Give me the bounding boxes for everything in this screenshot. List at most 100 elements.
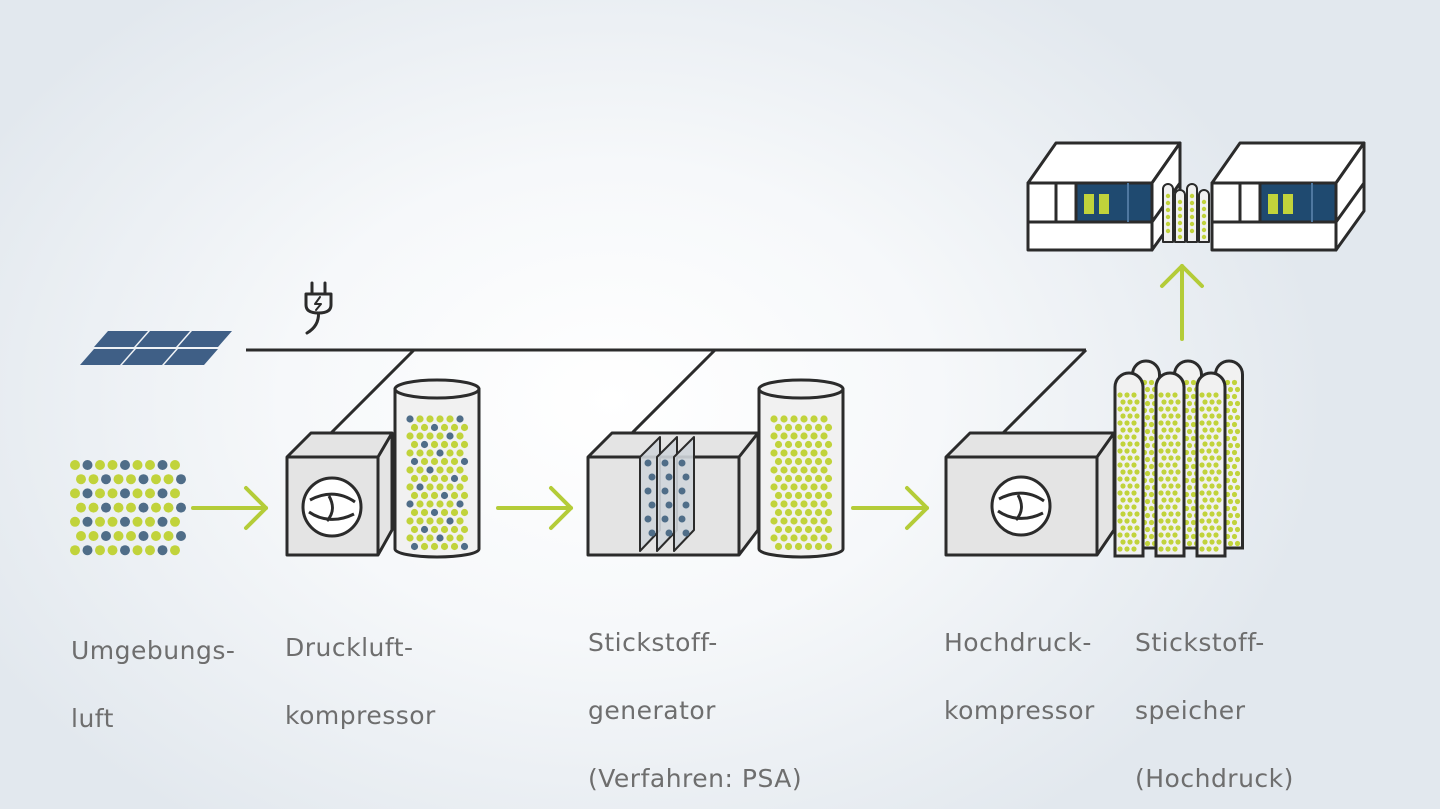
nitrogen-molecule bbox=[784, 457, 793, 466]
nitrogen-molecule bbox=[1202, 399, 1208, 405]
nitrogen-molecule bbox=[1213, 392, 1219, 398]
nitrogen-molecule bbox=[1189, 193, 1195, 199]
nitrogen-molecule bbox=[1206, 462, 1212, 468]
nitrogen-molecule bbox=[1127, 511, 1133, 517]
nitrogen-molecule bbox=[1117, 392, 1123, 398]
nitrogen-molecule bbox=[1148, 379, 1155, 386]
nitrogen-molecule bbox=[1190, 491, 1197, 498]
nitrogen-molecule bbox=[1168, 469, 1174, 475]
oxygen-molecule bbox=[430, 423, 439, 432]
oxygen-molecule bbox=[157, 545, 168, 556]
nitrogen-molecule bbox=[1224, 379, 1231, 386]
nitrogen-molecule bbox=[426, 483, 434, 491]
nitrogen-molecule bbox=[1120, 539, 1126, 545]
nitrogen-molecule bbox=[1202, 511, 1208, 517]
plug-icon bbox=[304, 281, 333, 335]
nitrogen-molecule bbox=[107, 488, 118, 499]
nitrogen-molecule bbox=[1127, 441, 1133, 447]
nitrogen-molecule bbox=[1231, 491, 1238, 498]
nitrogen-molecule bbox=[810, 415, 818, 423]
nitrogen-molecule bbox=[107, 516, 118, 527]
nitrogen-molecule bbox=[1199, 406, 1205, 412]
nitrogen-molecule bbox=[804, 457, 813, 466]
nitrogen-molecule bbox=[132, 460, 143, 470]
nitrogen-molecule bbox=[1201, 206, 1207, 212]
nitrogen-molecule bbox=[1120, 525, 1126, 531]
nitrogen-molecule bbox=[440, 542, 449, 551]
nitrogen-molecule bbox=[1168, 455, 1174, 461]
nitrogen-molecule bbox=[1172, 518, 1178, 524]
nitrogen-molecule bbox=[1124, 518, 1130, 524]
nitrogen-molecule bbox=[774, 542, 783, 551]
nitrogen-molecule bbox=[1234, 470, 1241, 477]
nitrogen-molecule bbox=[1168, 525, 1174, 531]
nitrogen-molecule bbox=[460, 474, 469, 483]
nitrogen-molecule bbox=[1234, 414, 1241, 421]
nitrogen-molecule bbox=[446, 415, 454, 423]
nitrogen-molecule bbox=[1165, 504, 1171, 510]
fan-icon bbox=[990, 475, 1052, 537]
nitrogen-molecule bbox=[450, 423, 459, 432]
nitrogen-molecule bbox=[1131, 448, 1137, 454]
nitrogen-molecule bbox=[1199, 518, 1205, 524]
oxygen-molecule bbox=[406, 415, 414, 423]
nitrogen-molecule bbox=[1186, 512, 1193, 519]
nitrogen-molecule bbox=[107, 545, 118, 556]
nitrogen-molecule bbox=[1175, 399, 1181, 405]
nitrogen-molecule bbox=[1120, 469, 1126, 475]
nitrogen-molecule bbox=[436, 415, 444, 423]
nitrogen-molecule bbox=[1190, 379, 1197, 386]
nitrogen-molecule bbox=[790, 415, 798, 423]
nitrogen-molecule bbox=[410, 508, 419, 517]
nitrogen-tank-lid bbox=[757, 378, 845, 400]
nitrogen-molecule bbox=[804, 542, 813, 551]
nitrogen-molecule bbox=[1148, 533, 1155, 540]
nitrogen-molecule bbox=[1213, 434, 1219, 440]
nitrogen-molecule bbox=[456, 517, 464, 525]
nitrogen-molecule bbox=[1175, 469, 1181, 475]
stage-label-air-compressor: Druckluft- kompressor bbox=[285, 597, 436, 767]
nitrogen-generator bbox=[586, 378, 845, 559]
nitrogen-molecule bbox=[1216, 525, 1222, 531]
nitrogen-molecule bbox=[1117, 448, 1123, 454]
oxygen-molecule bbox=[665, 473, 673, 481]
stage-label-nitrogen-generator: Stickstoff- generator (Verfahren: PSA) bbox=[588, 592, 802, 809]
nitrogen-molecule bbox=[1144, 400, 1151, 407]
nitrogen-molecule bbox=[1117, 434, 1123, 440]
nitrogen-molecule bbox=[810, 483, 818, 491]
nitrogen-molecule bbox=[1158, 462, 1164, 468]
nitrogen-molecule bbox=[1177, 227, 1183, 233]
nitrogen-molecule bbox=[1127, 469, 1133, 475]
nitrogen-molecule bbox=[774, 457, 783, 466]
nitrogen-molecule bbox=[1199, 448, 1205, 454]
nitrogen-molecule bbox=[1202, 469, 1208, 475]
nitrogen-molecule bbox=[784, 542, 793, 551]
arrow-right-icon bbox=[191, 486, 268, 530]
nitrogen-molecule bbox=[1131, 504, 1137, 510]
nitrogen-molecule bbox=[113, 531, 124, 541]
nitrogen-molecule bbox=[446, 449, 454, 457]
nitrogen-molecule bbox=[804, 474, 813, 483]
nitrogen-molecule bbox=[460, 423, 469, 432]
nitrogen-molecule bbox=[770, 500, 778, 508]
nitrogen-molecule bbox=[1161, 455, 1167, 461]
nitrogen-molecule bbox=[1144, 498, 1151, 505]
nitrogen-molecule bbox=[1209, 483, 1215, 489]
nitrogen-molecule bbox=[1209, 511, 1215, 517]
nitrogen-molecule bbox=[1134, 413, 1140, 419]
stage-label-line: speicher bbox=[1135, 696, 1246, 725]
nitrogen-molecule bbox=[163, 502, 174, 513]
oxygen-molecule bbox=[682, 501, 690, 509]
nitrogen-molecule bbox=[1131, 490, 1137, 496]
stage-label-line: Hochdruck- bbox=[944, 628, 1092, 657]
plug-cable bbox=[305, 311, 321, 335]
nitrogen-molecule bbox=[820, 500, 828, 508]
nitrogen-molecule bbox=[420, 508, 429, 517]
nitrogen-molecule bbox=[440, 525, 449, 534]
nitrogen-molecule bbox=[1231, 519, 1238, 526]
nitrogen-molecule bbox=[1148, 421, 1155, 428]
nitrogen-molecule bbox=[446, 466, 454, 474]
nitrogen-molecule bbox=[1131, 420, 1137, 426]
nitrogen-molecule bbox=[1124, 392, 1130, 398]
